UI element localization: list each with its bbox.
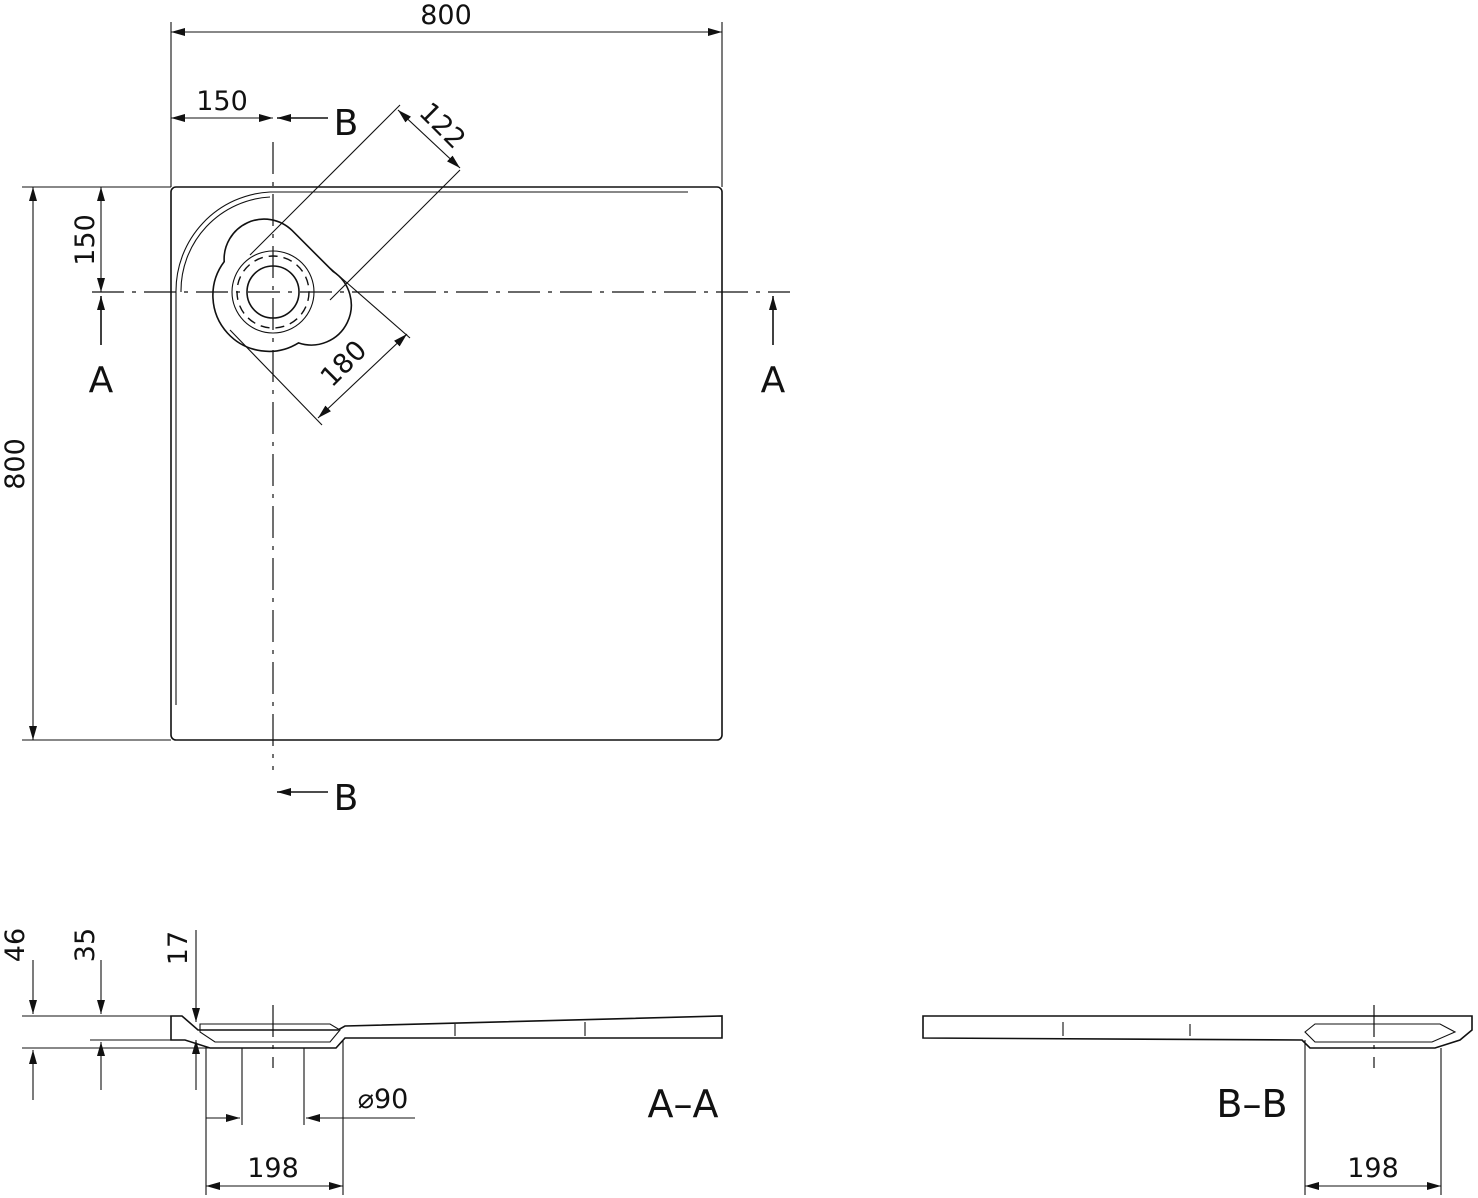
drain-ring-outer [231, 250, 315, 334]
section-mark-a-right: A [761, 360, 786, 401]
dim-35-label: 35 [70, 928, 101, 962]
tray-outline [170, 186, 723, 741]
dim-198-bb-label: 198 [1347, 1153, 1399, 1184]
dim-800-height-label: 800 [0, 438, 31, 490]
section-mark-b-bottom: B [334, 778, 359, 819]
section-bb-title: B–B [1216, 1082, 1287, 1126]
rim-corner-arc [175, 191, 271, 705]
dim-46-label: 46 [0, 928, 31, 962]
dim-800-width-label: 800 [420, 0, 472, 31]
section-mark-b-top: B [334, 103, 359, 144]
dim-198-aa-label: 198 [247, 1153, 299, 1184]
section-mark-a-left: A [89, 360, 114, 401]
drain-hole [246, 265, 300, 319]
ext-180-b [329, 267, 411, 339]
section-aa-basin [199, 1023, 341, 1043]
dim-122-label: 122 [413, 97, 471, 155]
ext-122-b [329, 169, 461, 301]
section-aa-ribs [454, 1022, 586, 1036]
dim-line-180 [317, 333, 408, 419]
section-aa-profile [170, 1015, 723, 1049]
ext-122-a [249, 104, 401, 256]
drain-outline [212, 218, 353, 353]
drain-ring-dashed [236, 255, 310, 329]
dim-17-label: 17 [163, 931, 194, 965]
section-bb-basin [1304, 1023, 1457, 1043]
dim-150-x-label: 150 [196, 86, 248, 117]
dim-line-122 [397, 109, 461, 169]
section-aa-title: A–A [648, 1082, 719, 1126]
section-aa-view: 46 35 17 ⌀90 198 A–A [0, 928, 723, 1195]
section-bb-profile [922, 1015, 1473, 1049]
dim-diameter-label: ⌀90 [358, 1084, 409, 1115]
dim-150-y-label: 150 [70, 214, 101, 266]
ext-180-a [229, 329, 323, 426]
plan-view: 122 180 800 800 150 150 A A B B [0, 0, 790, 819]
rim-corner-arc-inner [180, 196, 271, 293]
section-bb-view: 198 B–B [922, 1005, 1473, 1195]
section-bb-ribs [1062, 1022, 1191, 1036]
